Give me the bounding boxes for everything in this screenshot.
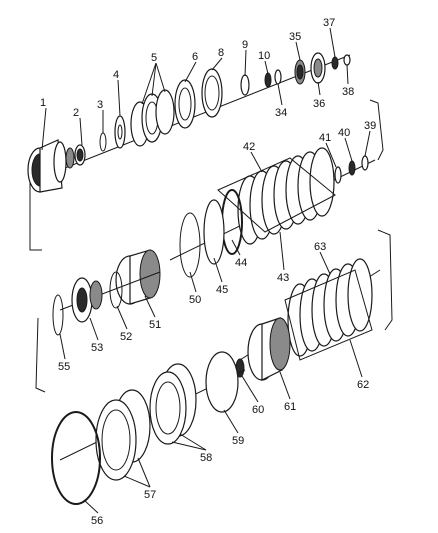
part-57-ring [95,389,151,481]
callout-8: 8 [218,47,224,59]
group-bracket-lines [29,99,393,393]
callout-62: 62 [357,379,369,391]
callout-61: 61 [284,401,296,413]
part-1-drum [27,139,82,193]
part-3-snap-ring [99,132,107,152]
callout-4: 4 [113,69,119,81]
callout-3: 3 [97,99,103,111]
part-37-nut [331,56,339,70]
part-55-snap-ring [52,294,64,336]
callout-60: 60 [252,404,264,416]
part-62-pack-outline [284,269,373,361]
callout-37: 37 [323,17,335,29]
callout-9: 9 [242,39,248,51]
callout-2: 2 [73,107,79,119]
part-41-washer [334,166,342,184]
part-5-piston [130,89,175,147]
part-40-bearing [348,160,356,176]
part-51-hub [115,249,161,305]
callout-59: 59 [232,435,244,447]
callout-10: 10 [258,50,270,62]
part-45-plate [203,199,225,265]
callout-56: 56 [91,515,103,527]
part-53-planet-carrier [71,277,103,323]
callout-34: 34 [275,107,287,119]
callout-45: 45 [216,284,228,296]
part-43-pack-outline [217,157,336,233]
part-50-snap-ring [179,212,201,278]
callout-44: 44 [235,257,247,269]
part-59-spring [205,351,239,413]
callout-1: 1 [40,97,46,109]
callout-50: 50 [189,294,201,306]
callout-52: 52 [120,331,132,343]
part-10-bearing [264,72,272,88]
part-61-drum [247,317,291,381]
row-3-planetary [52,271,161,336]
leader-lines [41,27,371,514]
part-58-piston [149,363,197,445]
part-4-thrust-plate [114,115,126,149]
part-52-ring [109,271,123,309]
row-1-assembly [27,52,351,193]
callout-41: 41 [319,132,331,144]
callout-labels: 1 2 3 4 5 6 8 9 10 34 35 36 37 38 39 40 … [40,17,376,527]
callout-40: 40 [338,127,350,139]
part-9-washer [240,74,250,96]
part-35-gear [294,59,306,85]
part-6-ring [174,79,196,129]
part-8-plate [201,68,223,118]
callout-53: 53 [91,342,103,354]
callout-42: 42 [243,141,255,153]
part-42-clutch-plates [237,147,335,245]
callout-57: 57 [144,489,156,501]
callout-58: 58 [200,452,212,464]
part-2-bearing [74,144,86,166]
callout-55: 55 [58,361,70,373]
row-5-pistons [51,351,246,505]
callout-51: 51 [149,319,161,331]
callout-39: 39 [364,120,376,132]
callout-38: 38 [342,86,354,98]
part-63-clutch-plates [287,258,373,357]
callout-35: 35 [289,31,301,43]
row-4-clutch-pack [235,258,381,381]
part-56-snap-ring [51,411,101,505]
part-34-washer [274,69,282,85]
callout-43: 43 [277,272,289,284]
part-38-ring [343,54,351,66]
callout-63: 63 [314,241,326,253]
row-2-clutch-pack [115,147,376,305]
part-36-gear [310,52,326,84]
part-39-washer [361,155,369,171]
callout-36: 36 [313,98,325,110]
callout-5: 5 [151,52,157,64]
callout-6: 6 [192,51,198,63]
